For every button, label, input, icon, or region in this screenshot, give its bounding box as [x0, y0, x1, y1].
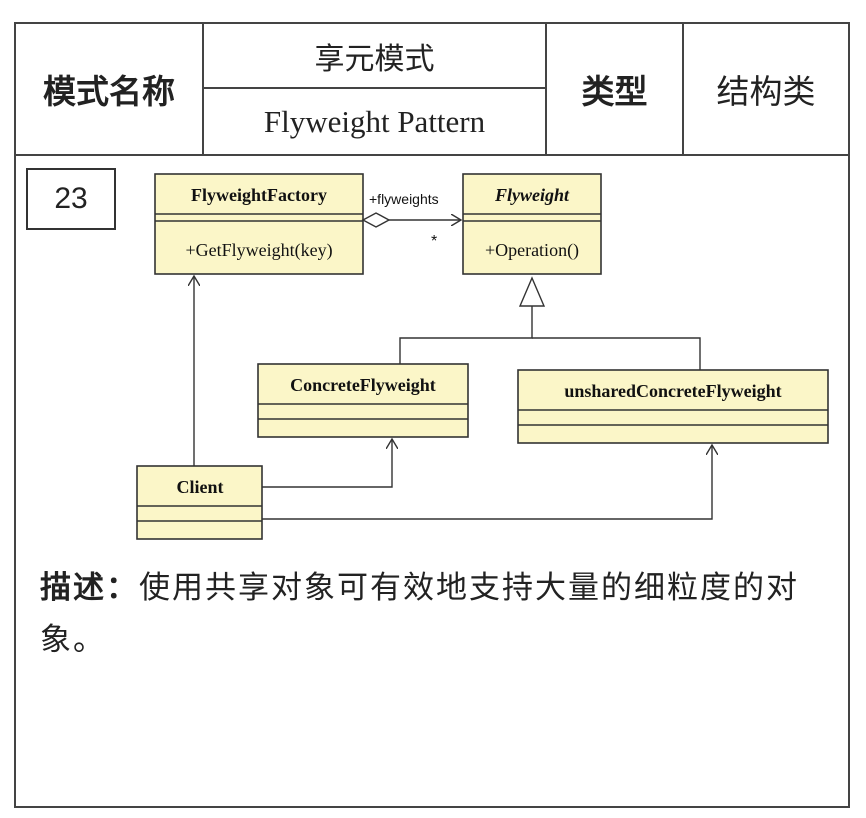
description: 描述：使用共享对象可有效地支持大量的细粒度的对象。: [40, 562, 830, 666]
description-label: 描述：: [40, 570, 139, 606]
class-concrete-flyweight: ConcreteFlyweight: [257, 363, 469, 438]
generalization-tree: [399, 276, 701, 370]
pattern-title-cn: 享元模式: [204, 24, 545, 89]
class-client: Client: [136, 465, 263, 540]
class-flyweight: Flyweight +Operation(): [462, 173, 602, 275]
flyweight-method: +Operation(): [485, 240, 579, 261]
header-table: 模式名称 享元模式 Flyweight Pattern 类型 结构类: [16, 24, 848, 156]
description-text: 使用共享对象可有效地支持大量的细粒度的对象。: [40, 570, 799, 658]
concrete-class-name: ConcreteFlyweight: [290, 375, 436, 395]
factory-class-name: FlyweightFactory: [191, 185, 327, 205]
client-class-name: Client: [177, 477, 224, 497]
class-unshared-concrete-flyweight: unsharedConcreteFlyweight: [517, 369, 829, 444]
client-to-unshared-arrow: [262, 445, 712, 520]
pattern-title-cell: 享元模式 Flyweight Pattern: [204, 24, 547, 154]
uml-diagram: FlyweightFactory +GetFlyweight(key) Flyw…: [136, 173, 829, 540]
pattern-name-label: 模式名称: [16, 24, 204, 154]
assoc-role-label: +flyweights: [369, 191, 439, 207]
unshared-class-name: unsharedConcreteFlyweight: [564, 381, 781, 401]
class-flyweight-factory: FlyweightFactory +GetFlyweight(key): [154, 173, 364, 275]
pattern-type-value: 结构类: [716, 72, 816, 111]
inheritance-triangle: [518, 276, 546, 307]
pattern-title-en: Flyweight Pattern: [263, 103, 486, 139]
aggregation-factory-flyweight: +flyweights *: [361, 191, 461, 250]
client-to-concrete-arrow: [262, 439, 392, 488]
pattern-type-label: 类型: [547, 24, 684, 154]
assoc-multiplicity: *: [431, 233, 437, 250]
flyweight-class-name: Flyweight: [494, 185, 570, 205]
aggregation-diamond: [361, 212, 391, 228]
pattern-card: 模式名称 享元模式 Flyweight Pattern 类型 结构类 23 Fl…: [14, 22, 850, 808]
factory-method: +GetFlyweight(key): [185, 240, 332, 261]
pattern-number: 23: [26, 168, 116, 230]
